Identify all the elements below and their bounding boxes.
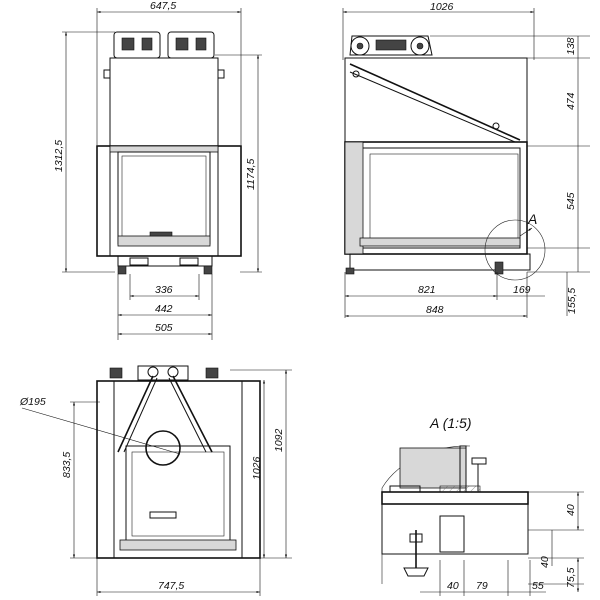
dim-336: 336 [155, 284, 173, 296]
plan-strut-left [117, 375, 154, 453]
plan-strut-right-inner [168, 377, 207, 453]
detail-nut [409, 533, 423, 543]
plan-inner-frame [113, 380, 243, 559]
detail-glass-frame [399, 447, 467, 489]
foot-right [203, 265, 213, 275]
fitting-block [195, 37, 207, 51]
dim-169: 169 [513, 284, 531, 296]
strut-pin [352, 70, 360, 78]
detail-plate-top [389, 485, 421, 493]
plan-fitting-knob [147, 366, 159, 378]
side-bottom-rail [359, 237, 521, 247]
dim-79: 79 [476, 580, 488, 592]
dim-1026-top: 1026 [430, 1, 454, 13]
side-glass [369, 153, 519, 243]
foot-left [117, 265, 127, 275]
base-plinth [117, 255, 213, 267]
plan-firebox-inner [131, 451, 225, 537]
side-bracket [103, 69, 111, 79]
door-top-rail [109, 145, 219, 153]
fitting-plate [375, 39, 407, 51]
dim-821: 821 [418, 284, 436, 296]
detail-lever-head [471, 457, 487, 465]
plan-front-rail [119, 539, 237, 551]
dim-1174-5: 1174,5 [245, 159, 257, 190]
dim-848: 848 [426, 304, 444, 316]
detail-title: A (1:5) [429, 415, 472, 431]
detail-foot-pad [403, 567, 429, 577]
fitting-block [121, 37, 135, 51]
dim-55: 55 [532, 580, 544, 592]
upper-housing [109, 57, 219, 147]
glass-inner [121, 155, 207, 241]
dim-647-5: 647,5 [150, 0, 176, 12]
foot-left [345, 267, 355, 275]
dim-545: 545 [565, 192, 577, 210]
foot-adjust [494, 261, 504, 275]
detail-marker-a: A [527, 211, 537, 227]
detail-arrow [519, 227, 533, 237]
plan-fitting-knob [167, 366, 179, 378]
flue-center [416, 42, 424, 50]
dim-1026-plan: 1026 [251, 456, 263, 480]
detail-circle-a [484, 219, 546, 281]
flue-center [356, 42, 364, 50]
dim-474: 474 [565, 92, 577, 110]
dim-155-5: 155,5 [566, 288, 578, 314]
strut-pin [492, 122, 500, 130]
dim-747-5: 747,5 [158, 580, 184, 592]
flue-circle [145, 430, 181, 466]
detail-bracket [439, 515, 465, 553]
plan-outer [96, 380, 261, 559]
door-bottom-rail [117, 235, 211, 247]
door-handle [149, 231, 173, 237]
detail-view-a: A (1:5) 40 40 75,5 [381, 415, 584, 596]
plan-firebox [125, 445, 231, 543]
plan-strut-left-inner [123, 377, 158, 453]
front-view: 647,5 1312,5 1174,5 [53, 0, 262, 340]
dim-833-5: 833,5 [61, 452, 73, 478]
firebox-side-body [344, 141, 528, 255]
side-view: 1026 138 474 545 A [342, 1, 590, 318]
diameter-leader [21, 407, 181, 455]
side-glass-frame [359, 147, 521, 249]
base-detail [129, 257, 149, 266]
plan-corner-block [109, 367, 123, 379]
dim-40-a: 40 [565, 504, 577, 516]
side-bracket [217, 69, 225, 79]
top-fitting [349, 35, 433, 56]
diagonal-strut-inner [349, 71, 516, 143]
plan-strut-right [172, 375, 213, 453]
plan-top-fitting [137, 365, 189, 381]
dim-1092: 1092 [273, 428, 285, 452]
dim-40-b: 40 [539, 556, 551, 568]
door-glass [117, 151, 211, 245]
detail-hatched [439, 485, 481, 493]
plan-handle [149, 511, 177, 519]
plan-corner-block [205, 367, 219, 379]
top-fitting-left [113, 31, 161, 59]
dim-40-c: 40 [447, 580, 459, 592]
dim-75-5: 75,5 [565, 567, 577, 588]
detail-lower-body [381, 503, 529, 555]
side-frame-left [344, 141, 364, 255]
diagonal-strut [349, 63, 521, 141]
dim-1312-5: 1312,5 [53, 140, 65, 172]
dim-442: 442 [155, 303, 173, 315]
side-base [349, 253, 531, 271]
fitting-block [175, 37, 189, 51]
plan-view: Ø195 833,5 1026 1092 747,5 [19, 365, 292, 596]
detail-base-plate [381, 491, 529, 505]
dim-138: 138 [565, 37, 577, 55]
fitting-block [141, 37, 153, 51]
top-fitting-right [167, 31, 215, 59]
dim-diameter-195: Ø195 [19, 396, 46, 408]
base-detail [179, 257, 199, 266]
dim-505: 505 [155, 322, 173, 334]
upper-housing-side [344, 57, 528, 143]
